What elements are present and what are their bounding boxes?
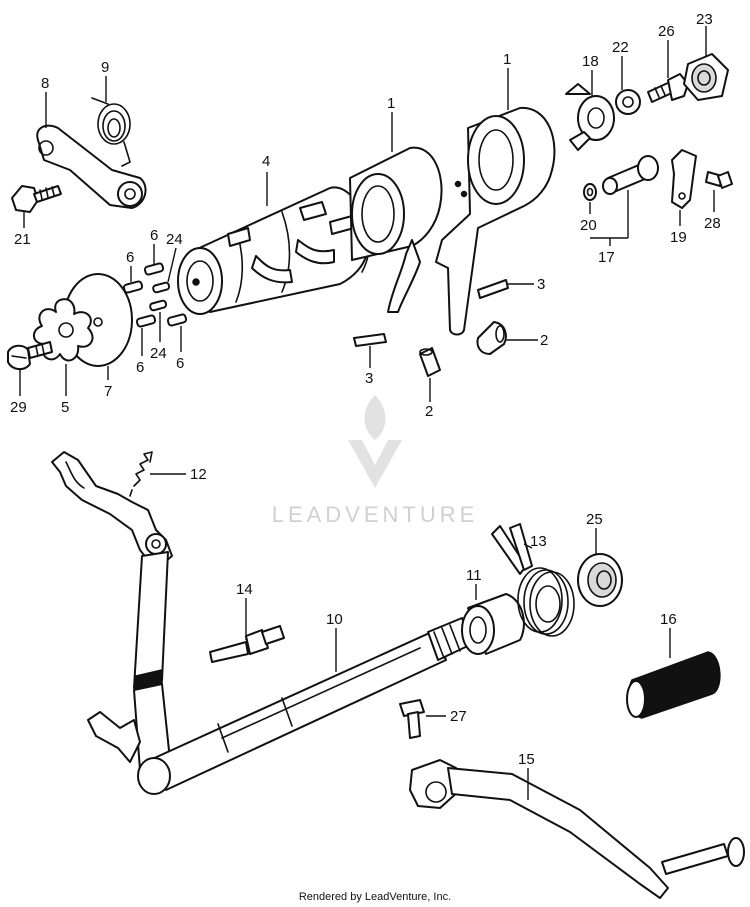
part-1-shift-fork-rear: [435, 106, 556, 336]
callout-16: 16: [660, 611, 677, 628]
callout-25: 25: [586, 511, 603, 528]
callout-6b: 6: [126, 249, 134, 266]
callout-1b: 1: [387, 95, 395, 112]
part-13-spindle-spring: [491, 523, 575, 637]
callout-17: 17: [598, 249, 615, 266]
callout-4: 4: [262, 153, 270, 170]
part-22-washer: [615, 89, 641, 115]
callout-14: 14: [236, 581, 253, 598]
part-18-plate: [565, 83, 615, 151]
callout-13: 13: [530, 533, 547, 550]
part-4-shift-drum: [177, 186, 371, 315]
callout-6c: 6: [136, 359, 144, 376]
callout-19: 19: [670, 229, 687, 246]
part-27-bolt: [399, 699, 425, 739]
callout-24a: 24: [166, 231, 183, 248]
credit-text: Rendered by LeadVenture, Inc.: [299, 891, 451, 903]
part-25-bearing: [577, 553, 623, 607]
callout-3a: 3: [537, 276, 545, 293]
callout-22: 22: [612, 39, 629, 56]
part-2-rollers: [419, 321, 507, 377]
part-24-pins: [149, 281, 171, 312]
callout-10: 10: [326, 611, 343, 628]
callout-28: 28: [704, 215, 721, 232]
part-12-return-spring: [129, 451, 153, 497]
callout-8: 8: [41, 75, 49, 92]
callout-6d: 6: [176, 355, 184, 372]
leadventure-flame-logo: [364, 395, 386, 440]
callout-7: 7: [104, 383, 112, 400]
leadventure-watermark: LEADVENTURE: [272, 395, 479, 527]
callout-24b: 24: [150, 345, 167, 362]
watermark-text: LEADVENTURE: [272, 502, 479, 527]
callout-21: 21: [14, 231, 31, 248]
part-14-bolt: [209, 625, 285, 663]
callout-2b: 2: [425, 403, 433, 420]
callout-5: 5: [61, 399, 69, 416]
part-6-pins: [122, 262, 188, 328]
part-9-stopper-spring: [91, 97, 131, 167]
part-1-shift-fork-front: [349, 146, 443, 313]
part-29-screw: [7, 341, 53, 370]
callout-6a: 6: [150, 227, 158, 244]
part-20-clip: [583, 183, 597, 201]
part-11-collar: [461, 593, 525, 655]
part-8-stopper-arm: [36, 124, 147, 209]
part-26-bolt: [647, 73, 689, 103]
callout-23: 23: [696, 11, 713, 28]
callouts: 1 1 2 2 3 3 4 5 6 6 6 6 7 8 9 10 11: [10, 11, 721, 800]
part-3-pins: [353, 279, 509, 347]
callout-29: 29: [10, 399, 27, 416]
callout-20: 20: [580, 217, 597, 234]
callout-1a: 1: [503, 51, 511, 68]
part-16-rubber-boot: [626, 651, 721, 719]
part-28-screw: [705, 171, 733, 189]
part-23-cap-nut: [683, 53, 729, 101]
callout-27: 27: [450, 708, 467, 725]
callout-11: 11: [466, 567, 482, 584]
callout-12: 12: [190, 466, 207, 483]
callout-18: 18: [582, 53, 599, 70]
part-15-gearshift-pedal: [409, 759, 745, 899]
callout-15: 15: [518, 751, 535, 768]
part-17-guide-pin: [602, 155, 659, 195]
part-10-gearshift-spindle: [51, 451, 473, 795]
part-19-bracket: [671, 149, 697, 209]
callout-26: 26: [658, 23, 675, 40]
callout-3b: 3: [365, 370, 373, 387]
callout-9: 9: [101, 59, 109, 76]
callout-2a: 2: [540, 332, 548, 349]
part-21-bolt: [11, 185, 62, 213]
